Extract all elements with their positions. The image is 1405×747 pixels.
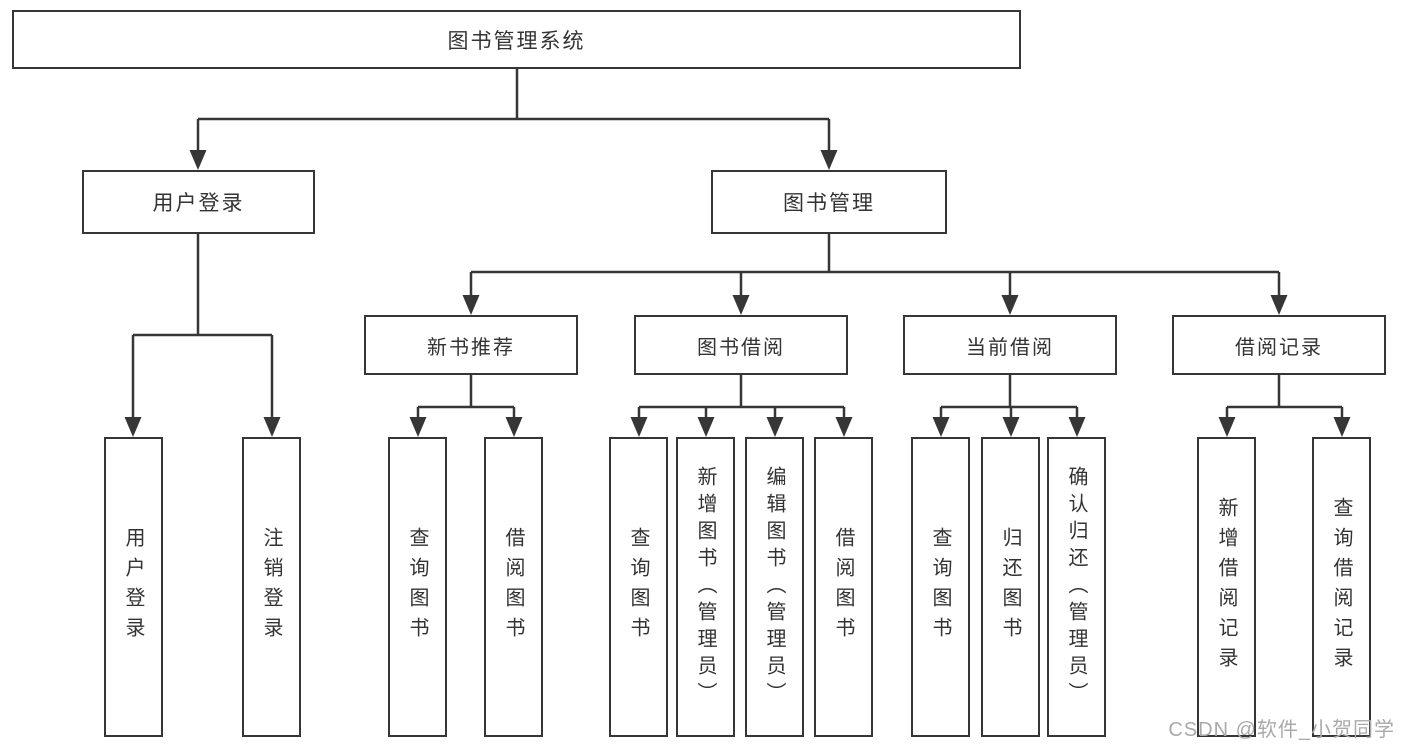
node-library-management-system: 图书管理系统 <box>12 10 1021 69</box>
node-label: 借阅记录 <box>1235 336 1323 359</box>
node-label: 查询图书 <box>929 527 951 647</box>
node-label: 编辑图书（管理员） <box>763 465 785 709</box>
leaf-query-books-borrow: 查询图书 <box>609 437 668 737</box>
node-current-borrowing: 当前借阅 <box>903 315 1117 375</box>
node-label: 用户登录 <box>122 527 144 647</box>
csdn-watermark: CSDN @软件_小贺同学 <box>1168 719 1395 741</box>
node-label: 确认归还（管理员） <box>1065 465 1087 709</box>
leaf-query-borrow-record: 查询借阅记录 <box>1312 437 1371 737</box>
node-label: 新增借阅记录 <box>1215 497 1237 677</box>
node-new-book-recommendation: 新书推荐 <box>364 315 578 375</box>
node-book-management: 图书管理 <box>711 170 947 234</box>
leaf-edit-book-admin: 编辑图书（管理员） <box>745 437 804 737</box>
node-label: 图书借阅 <box>697 336 785 359</box>
node-label: 归还图书 <box>999 527 1021 647</box>
node-label: 图书管理系统 <box>447 29 586 53</box>
node-label: 当前借阅 <box>966 336 1054 359</box>
node-borrowing-records: 借阅记录 <box>1172 315 1386 375</box>
leaf-query-books-current: 查询图书 <box>911 437 970 737</box>
leaf-return-books: 归还图书 <box>981 437 1040 737</box>
node-label: 查询图书 <box>406 527 428 647</box>
node-label: 用户登录 <box>152 192 245 215</box>
node-label: 借阅图书 <box>502 527 524 647</box>
node-label: 查询借阅记录 <box>1330 497 1352 677</box>
node-label: 新增图书（管理员） <box>694 465 716 709</box>
node-book-borrowing: 图书借阅 <box>634 315 848 375</box>
node-label: 借阅图书 <box>832 527 854 647</box>
node-label: 新书推荐 <box>427 336 515 359</box>
leaf-logout: 注销登录 <box>242 437 301 737</box>
node-user-login: 用户登录 <box>82 170 315 234</box>
node-label: 图书管理 <box>783 192 875 215</box>
leaf-add-book-admin: 新增图书（管理员） <box>676 437 735 737</box>
leaf-borrow-books: 借阅图书 <box>814 437 873 737</box>
leaf-query-books-recommend: 查询图书 <box>388 437 447 737</box>
node-label: 注销登录 <box>260 527 282 647</box>
leaf-user-login: 用户登录 <box>104 437 163 737</box>
leaf-add-borrow-record: 新增借阅记录 <box>1197 437 1256 737</box>
leaf-borrow-books-recommend: 借阅图书 <box>484 437 543 737</box>
node-label: 查询图书 <box>627 527 649 647</box>
leaf-confirm-return-admin: 确认归还（管理员） <box>1047 437 1106 737</box>
